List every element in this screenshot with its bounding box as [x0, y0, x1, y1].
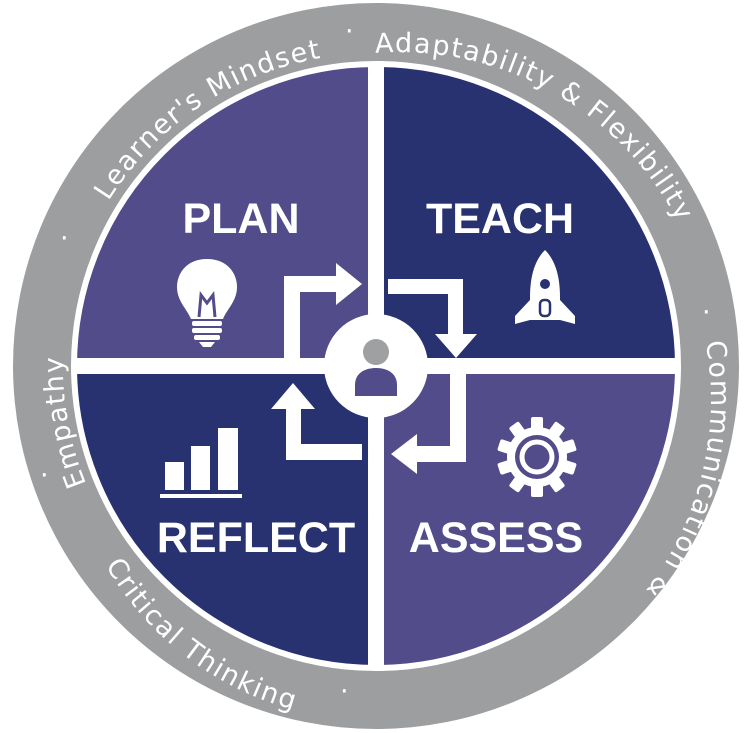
- ring-separator: ·: [40, 460, 50, 491]
- ring-separator: ·: [340, 676, 350, 707]
- label-teach: TEACH: [426, 195, 574, 243]
- arrow-reflect-to-plan: [271, 383, 362, 460]
- ring-separator: ·: [345, 16, 355, 47]
- label-reflect: REFLECT: [157, 514, 355, 562]
- gear-icon: [497, 417, 577, 497]
- arrow-plan-to-teach: [284, 263, 362, 360]
- rocket-icon: [515, 250, 575, 324]
- arrow-assess-to-reflect: [391, 372, 466, 474]
- label-assess: ASSESS: [409, 514, 583, 562]
- bar-chart-icon: [160, 428, 242, 498]
- arrow-teach-to-assess: [388, 279, 477, 358]
- ring-separator: ·: [702, 297, 712, 328]
- quadrant-border: [71, 61, 681, 671]
- center-hub: [324, 314, 428, 418]
- lightbulb-icon: [177, 259, 237, 347]
- cycle-arrows: [271, 263, 477, 474]
- label-plan: PLAN: [182, 195, 299, 243]
- user-icon: [355, 339, 397, 396]
- ring-separator: ·: [60, 223, 70, 254]
